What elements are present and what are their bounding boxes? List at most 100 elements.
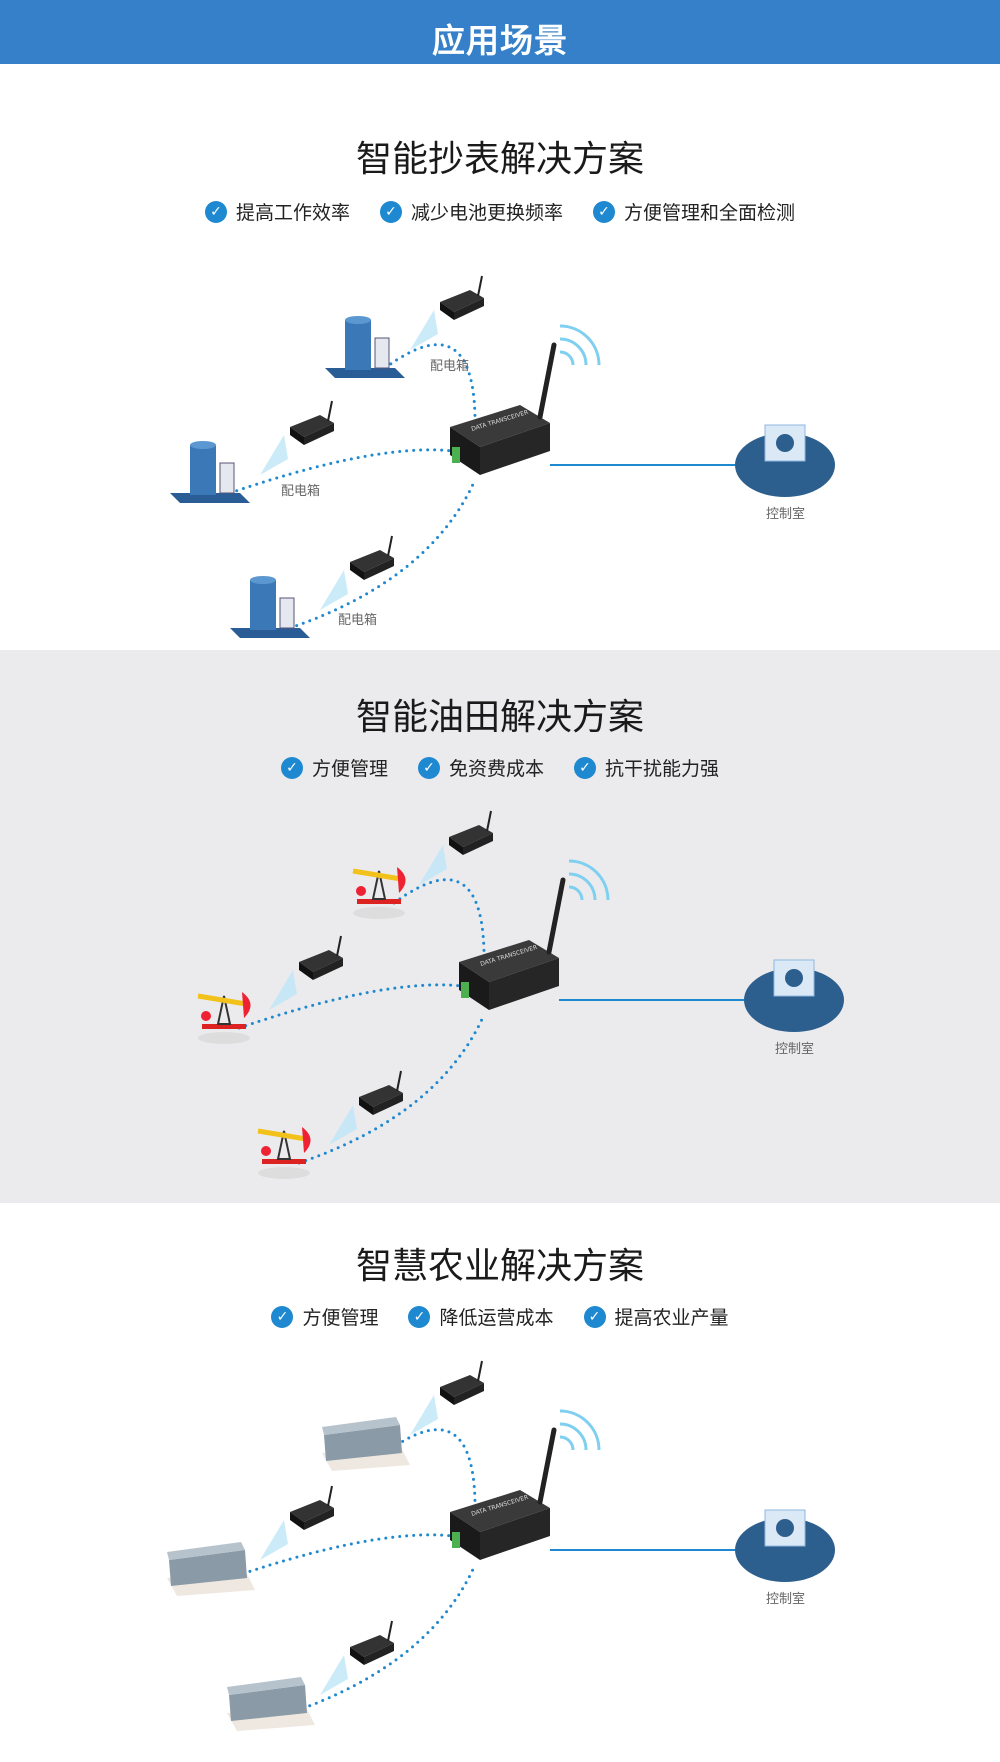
radio-module-icon [329, 1070, 403, 1145]
feature-label: 提高工作效率 [235, 202, 350, 224]
device-front [454, 1383, 484, 1405]
feature-item: ✓方便管理 [271, 1303, 378, 1330]
radio-module-icon [320, 1620, 394, 1695]
terminal-block [452, 1532, 460, 1548]
feature-item: ✓免资费成本 [417, 754, 544, 781]
dotted-link [383, 343, 477, 432]
device-front [373, 1093, 403, 1115]
pie-chart [776, 434, 794, 452]
building-base [325, 368, 405, 378]
walking-beam [257, 1128, 307, 1142]
antenna [396, 1070, 402, 1092]
tower [345, 320, 371, 370]
greenhouse-icon [167, 1542, 255, 1596]
tower-top [190, 441, 216, 449]
device-side [299, 962, 313, 980]
feature-list: ✓方便管理 ✓免资费成本 ✓抗干扰能力强 [0, 754, 1000, 781]
signal-beam [260, 435, 288, 475]
wifi-arc [568, 872, 597, 901]
device-front [463, 833, 493, 855]
horse-head [302, 1127, 311, 1153]
crank [201, 1011, 211, 1021]
device-side [290, 1512, 304, 1530]
feature-item: ✓方便管理 [280, 754, 388, 781]
crank [261, 1146, 271, 1156]
device-top [290, 1500, 334, 1522]
check-icon: ✓ [204, 200, 227, 223]
radio-module-icon [260, 400, 334, 475]
device-side [440, 1387, 454, 1405]
greenhouse-roof [322, 1417, 400, 1435]
gateway-front [480, 423, 550, 475]
signal-beam [329, 1105, 357, 1145]
device-top [350, 550, 394, 572]
signal-beam [269, 970, 297, 1010]
dotted-link [228, 1533, 477, 1580]
gateway-front [480, 1508, 550, 1560]
section-meter-reading: 智能抄表解决方案 ✓提高工作效率 ✓减少电池更换频率 ✓方便管理和全面检测 配电… [0, 64, 1000, 650]
feature-label: 提高农业产量 [614, 1307, 729, 1329]
antenna [336, 935, 342, 957]
gateway-front [489, 958, 559, 1010]
radio-module-icon [419, 810, 493, 885]
pumpjack-icon [352, 867, 406, 919]
wifi-arc [559, 1409, 601, 1451]
check-icon: ✓ [280, 756, 303, 779]
device-front [304, 1508, 334, 1530]
device-top [449, 825, 493, 847]
dotted-link [392, 878, 486, 967]
check-icon: ✓ [574, 756, 596, 779]
signal-beam [260, 1520, 288, 1560]
pump-base [353, 907, 405, 919]
meter-box [279, 597, 295, 629]
walking-beam [352, 868, 402, 882]
feature-item: ✓减少电池更换频率 [379, 198, 563, 225]
dotted-link [288, 1563, 477, 1715]
tower [250, 580, 276, 630]
device-side [290, 427, 304, 445]
dotted-link [288, 478, 477, 630]
check-icon: ✓ [583, 1305, 606, 1328]
horse-head [242, 992, 251, 1018]
pump-platform [202, 1024, 246, 1029]
page-title: 应用场景 [432, 21, 568, 60]
feature-label: 方便管理和全面检测 [624, 202, 796, 224]
building-icon [170, 441, 250, 503]
control-room-base [744, 968, 844, 1032]
terminal-block [461, 982, 469, 998]
pump-base [198, 1032, 250, 1044]
signal-beam [419, 845, 447, 885]
signal-beam [410, 310, 438, 350]
gateway-device-icon: DATA TRANSCEIVER [459, 877, 566, 1010]
wifi-arc [568, 885, 584, 901]
control-room-icon [735, 424, 835, 497]
device-top [440, 290, 484, 312]
horse-head [397, 867, 406, 893]
pie-chart [785, 969, 803, 987]
antenna [327, 400, 333, 422]
control-room-base [735, 433, 835, 497]
dotted-link [297, 1013, 486, 1165]
feature-label: 免资费成本 [448, 758, 544, 780]
antenna [486, 810, 492, 832]
antenna [477, 1360, 483, 1382]
derrick [371, 870, 387, 900]
signal-beam [410, 1395, 438, 1435]
gateway-device-icon: DATA TRANSCEIVER [450, 1427, 557, 1560]
building-icon [230, 576, 310, 638]
gateway-side [450, 427, 480, 475]
device-top [440, 1375, 484, 1397]
pump-platform [262, 1159, 306, 1164]
feature-list: ✓提高工作效率 ✓减少电池更换频率 ✓方便管理和全面检测 [0, 198, 1000, 225]
feature-label: 降低运营成本 [439, 1307, 554, 1329]
source-label: 配电箱 [281, 483, 320, 499]
source-label: 配电箱 [338, 612, 377, 628]
gateway-top [450, 1490, 550, 1532]
pumpjack-icon [197, 992, 251, 1044]
wifi-arc [559, 350, 575, 366]
source-label: 配电箱 [430, 358, 469, 374]
terminal-block [452, 447, 460, 463]
section-agriculture: 智慧农业解决方案 ✓方便管理 ✓降低运营成本 ✓提高农业产量 DATA TRAN… [0, 1203, 1000, 1762]
